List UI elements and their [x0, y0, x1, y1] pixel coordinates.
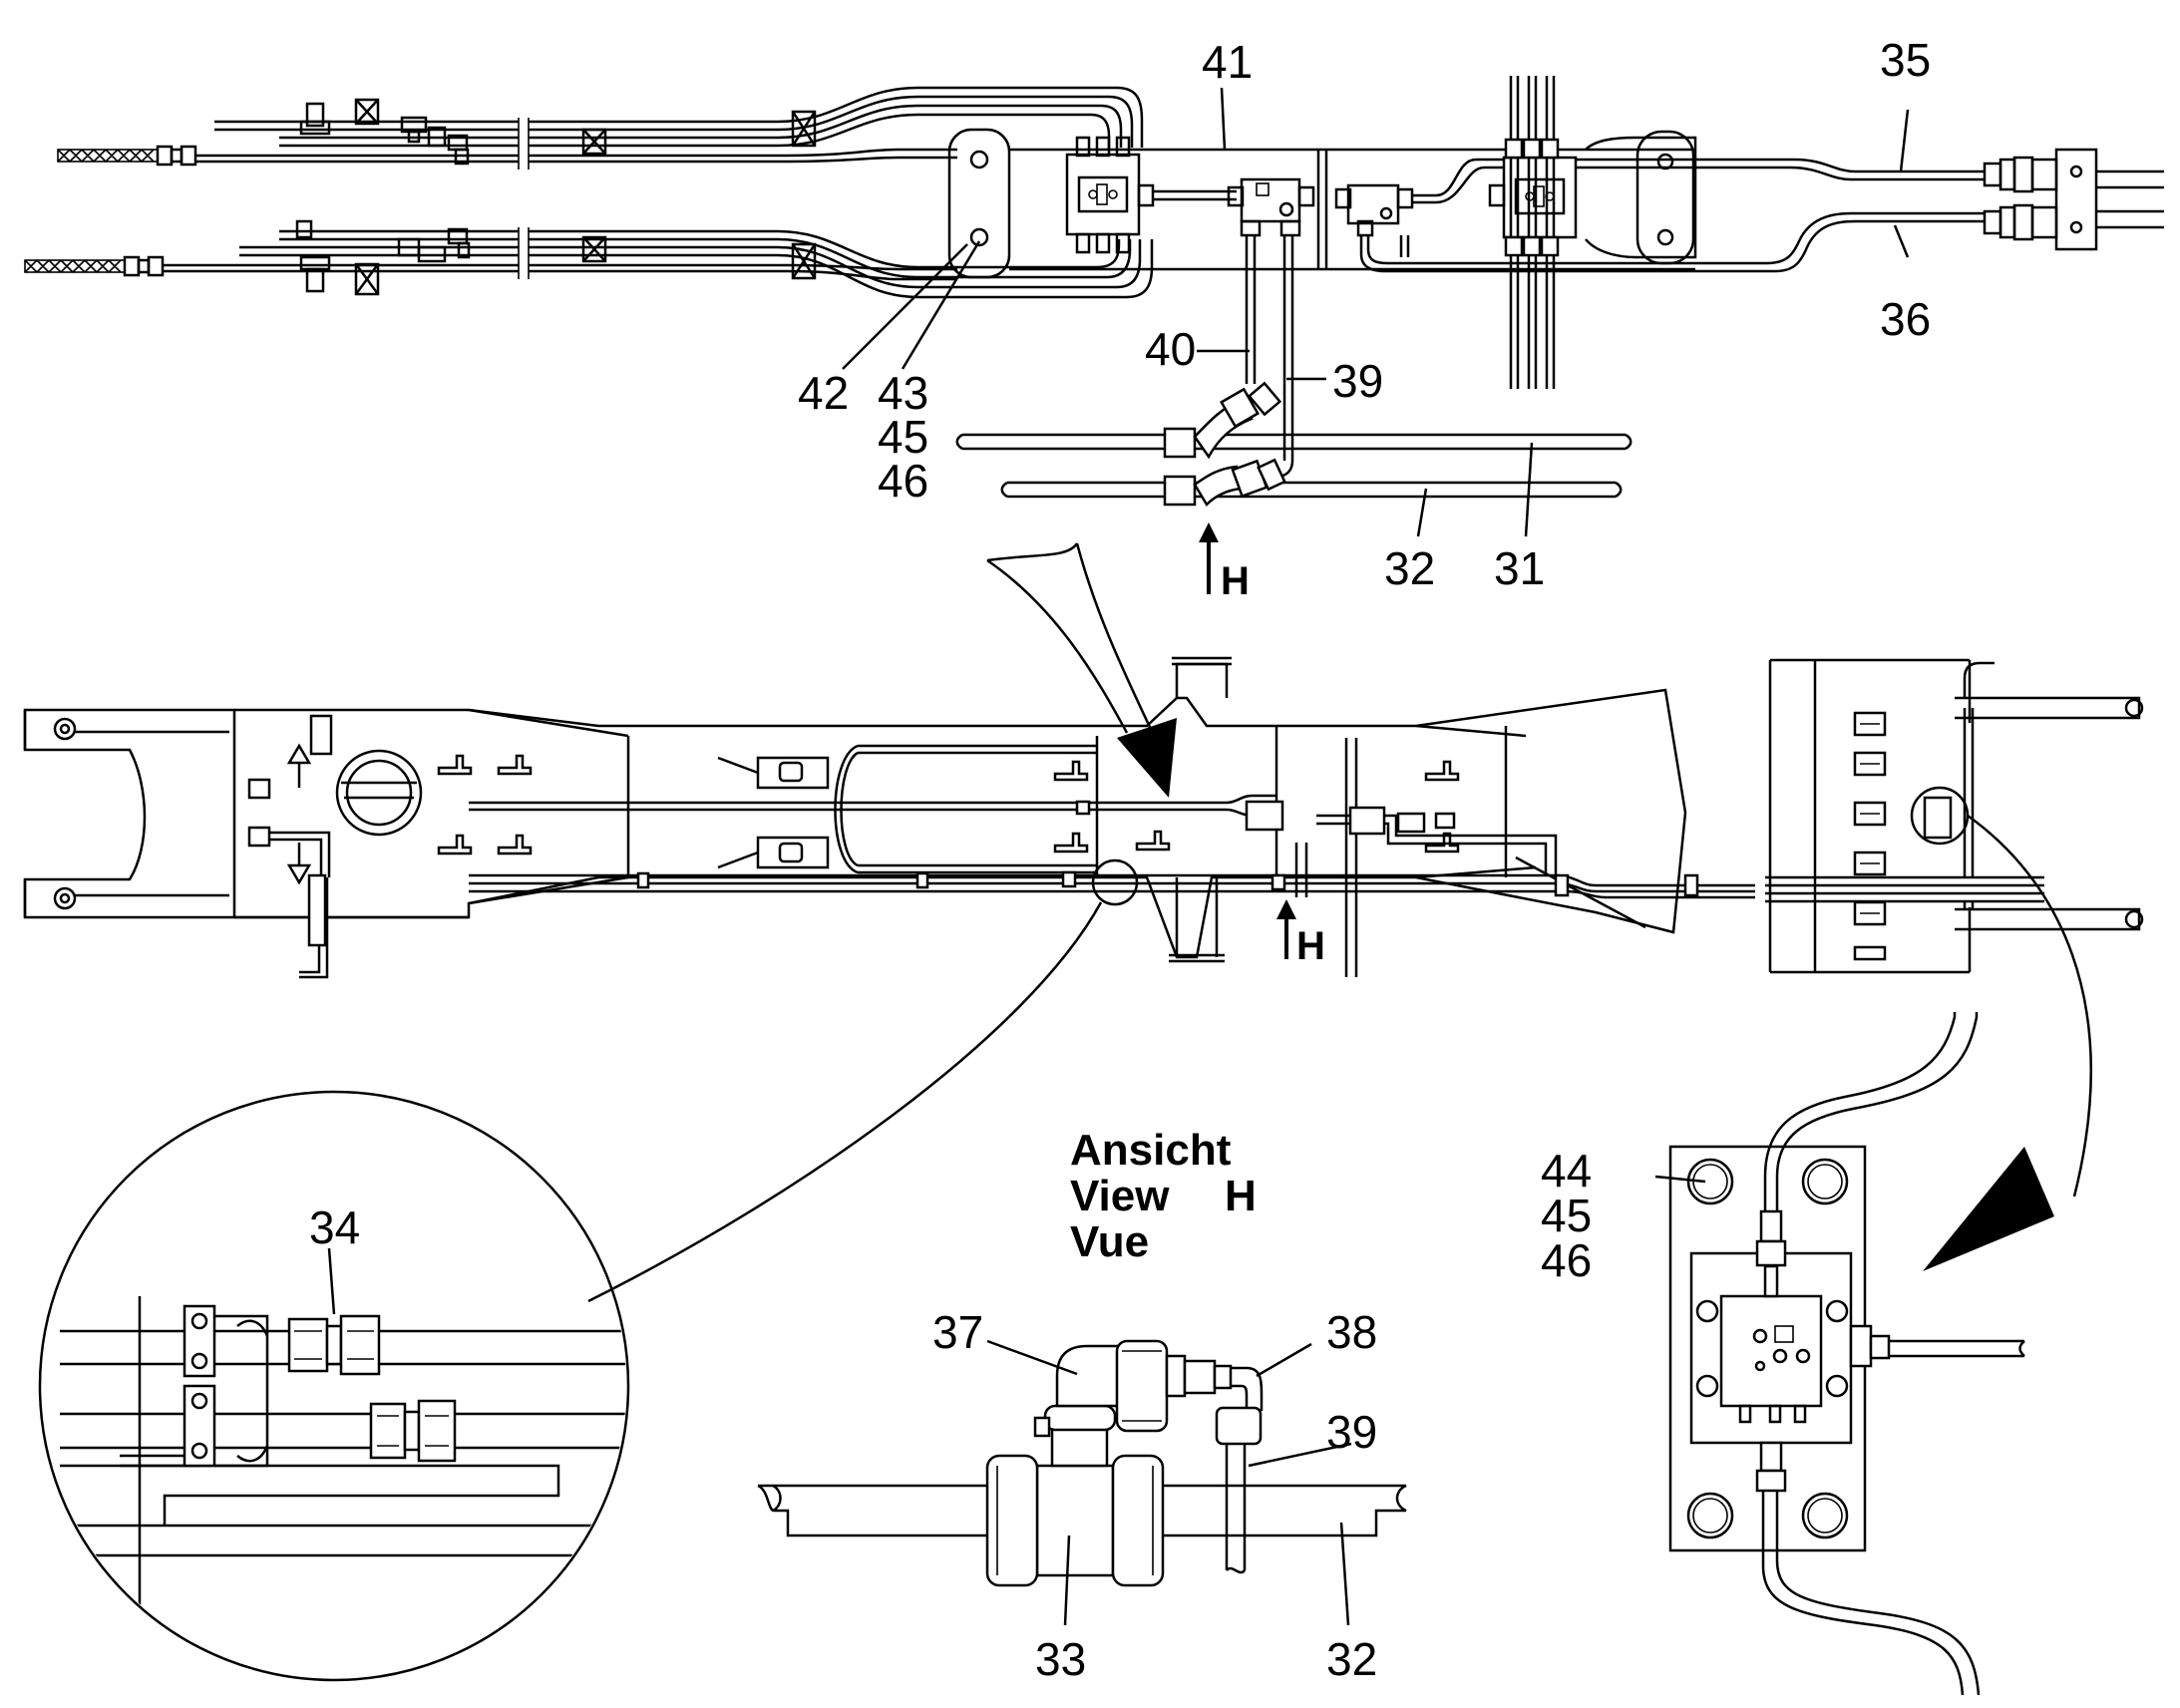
view-title-fr: Vue — [1070, 1217, 1149, 1266]
break-lines — [518, 118, 530, 279]
tee-fittings — [295, 102, 471, 293]
callout-35: 35 — [1880, 34, 1931, 86]
flow-arrows-left — [286, 743, 312, 885]
detail-circle-marker — [1091, 858, 1139, 906]
boom-assembly-view: H — [23, 542, 2144, 1303]
view-title-de: Ansicht — [1070, 1126, 1232, 1175]
callout-39: 39 — [1332, 355, 1383, 407]
callout-43: 43 — [878, 367, 928, 419]
pipe-clamps — [354, 98, 817, 296]
end-fittings-right — [1983, 148, 2164, 251]
top-pipe-routing-view: H 41 35 36 42 43 45 46 40 39 32 31 — [24, 34, 2164, 603]
boom-end-right — [1765, 658, 2144, 974]
callout-32: 32 — [1384, 542, 1435, 594]
view-arrow-h-top: H — [1199, 522, 1250, 603]
callout-42: 42 — [798, 367, 849, 419]
view-arrow-h-middle: H — [1276, 899, 1325, 968]
mounting-plate-left — [947, 128, 1011, 279]
callout-31: 31 — [1494, 542, 1545, 594]
pipe-brackets — [437, 754, 1460, 855]
callout-36: 36 — [1880, 293, 1931, 345]
top-leader-lines — [842, 87, 1910, 537]
view-h-detail: Ansicht View H Vue — [757, 1126, 1407, 1685]
callout-38: 38 — [1326, 1306, 1377, 1358]
vertical-cross-pipes — [1504, 76, 1560, 389]
pipes-31-32 — [955, 433, 1633, 499]
pipes-39-40 — [1245, 235, 1294, 479]
tee-block-right — [1334, 183, 1414, 237]
view-marker-top: H — [1221, 559, 1250, 603]
detail-view-34: 34 — [38, 1090, 630, 1682]
view-title-letter: H — [1225, 1172, 1257, 1220]
detail-leader-right — [1967, 814, 2092, 1197]
callout-32-view-h: 32 — [1326, 1633, 1377, 1685]
elbow-fittings — [1163, 381, 1286, 508]
view-h-leaders — [986, 1339, 1352, 1626]
pipe-bundle-lower — [163, 229, 1154, 299]
braided-hose-upper — [57, 149, 159, 163]
view-title-en: View — [1070, 1172, 1170, 1220]
callout-39-view-h: 39 — [1326, 1406, 1377, 1458]
callout-46-right: 46 — [1541, 1234, 1592, 1286]
callout-33: 33 — [1035, 1633, 1086, 1685]
tee-block-center — [1227, 177, 1315, 237]
mounting-plate-right — [1585, 130, 1697, 265]
detail-leader-left — [587, 901, 1103, 1303]
detail-pointer-top — [986, 542, 1177, 798]
frame-bar-41 — [1009, 148, 1695, 271]
callout-40: 40 — [1145, 323, 1196, 375]
boom-end-clips — [1853, 711, 1953, 961]
boom-piping — [259, 738, 1755, 979]
valve-block-right — [1488, 156, 1578, 239]
pipes-35-36 — [1359, 158, 1985, 273]
connector-pipe — [1153, 189, 1237, 201]
detail-pointer-right — [1923, 1147, 2054, 1271]
callout-44: 44 — [1541, 1145, 1592, 1196]
callout-45: 45 — [878, 411, 928, 463]
callout-46: 46 — [878, 455, 928, 507]
detail-view-44: 44 45 46 — [1541, 1012, 2025, 1696]
boom-fittings — [247, 714, 1699, 947]
callout-41: 41 — [1202, 36, 1253, 88]
callout-34: 34 — [309, 1201, 360, 1253]
valve-block-left — [1065, 136, 1155, 254]
view-marker-middle: H — [1296, 924, 1325, 968]
braided-hose-lower — [24, 259, 126, 273]
top-callouts: 41 35 36 42 43 45 46 40 39 32 31 — [798, 34, 1931, 594]
callout-45-right: 45 — [1541, 1190, 1592, 1241]
pipe-bundle-upper — [195, 86, 1144, 164]
callout-37: 37 — [932, 1306, 983, 1358]
hose-fittings-left — [123, 145, 197, 277]
